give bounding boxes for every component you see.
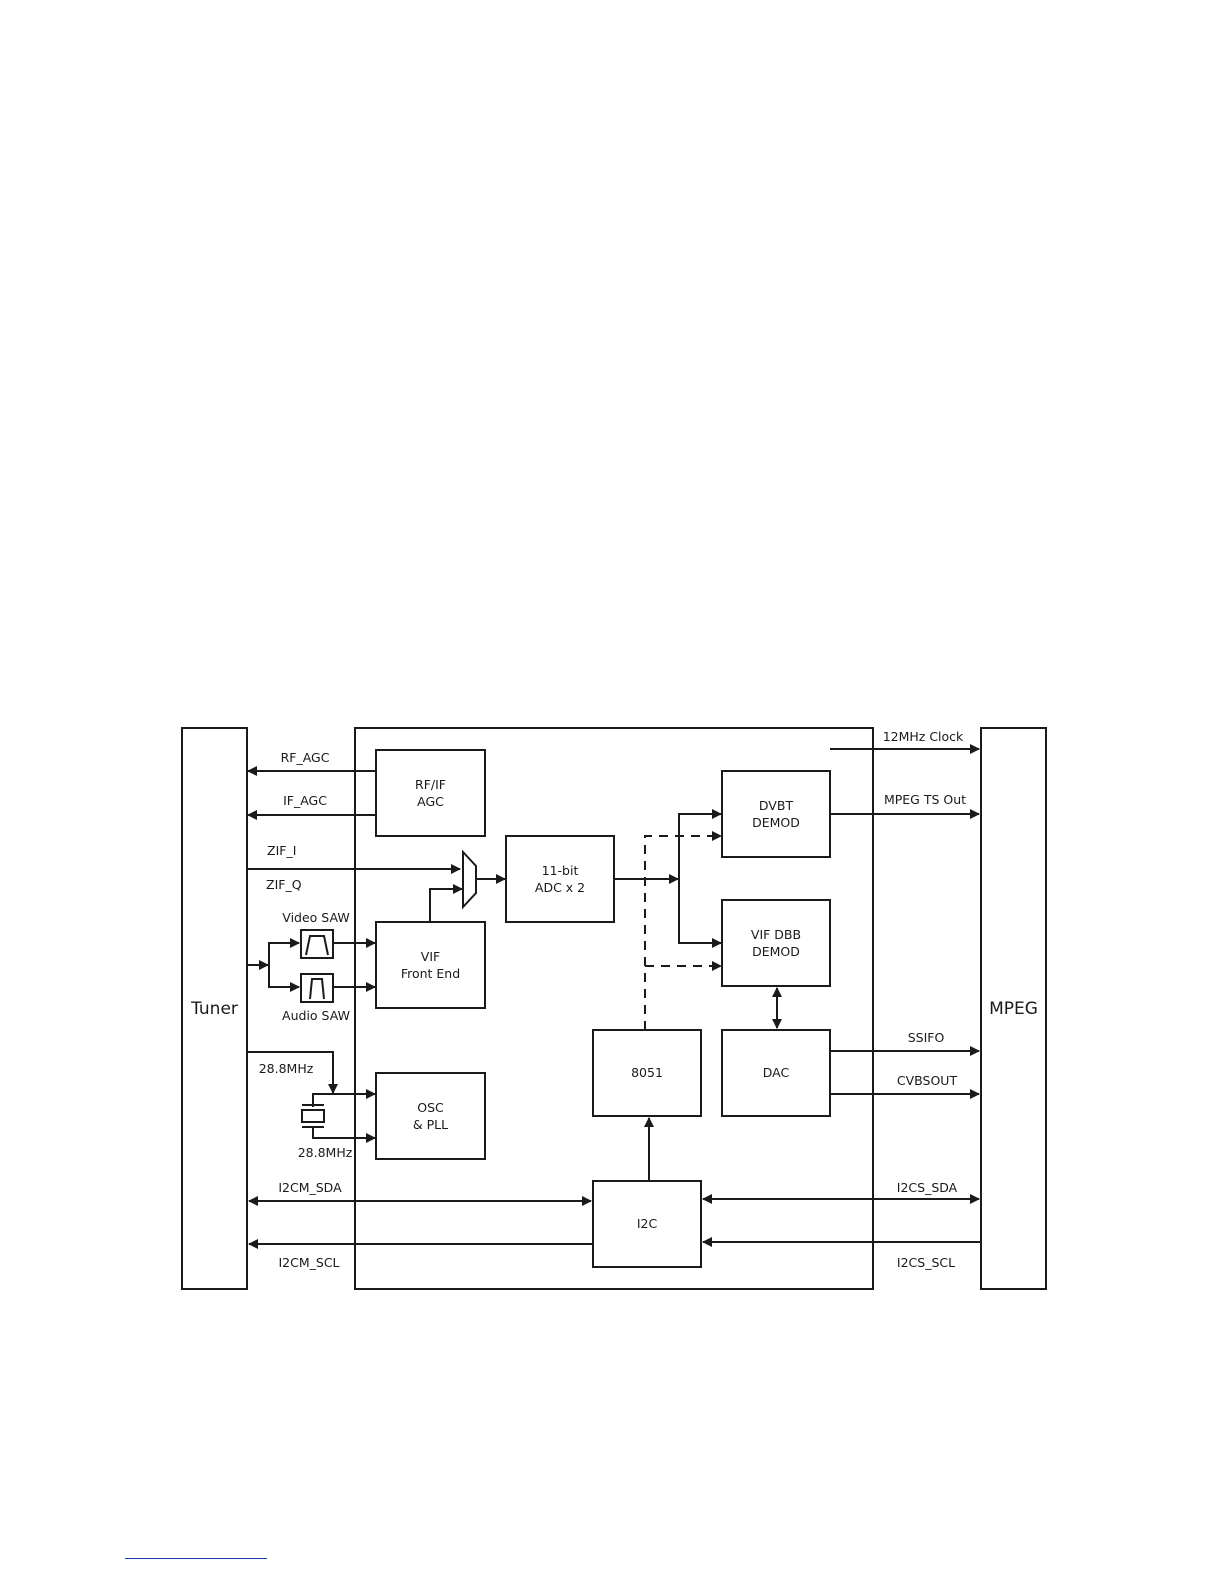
rfif-agc-label-1: RF/IF (415, 777, 446, 792)
rfif-agc-label-2: AGC (417, 794, 444, 809)
dac-label: DAC (763, 1065, 790, 1080)
osc-pll-label-2: & PLL (413, 1117, 448, 1132)
adc-block (506, 836, 614, 922)
vif-dbb-demod-label-1: VIF DBB (751, 927, 801, 942)
osc-pll-block (376, 1073, 485, 1159)
video-saw-label: Video SAW (282, 910, 349, 925)
saw-split-down (269, 965, 299, 987)
ssifo-label: SSIFO (908, 1030, 945, 1045)
if-agc-label: IF_AGC (283, 793, 327, 808)
saw-split-up (269, 943, 299, 965)
vif-front-end-label-1: VIF (421, 949, 440, 964)
tuner-label: Tuner (190, 999, 238, 1019)
audio-saw-label: Audio SAW (282, 1008, 350, 1023)
vif-front-end-block (376, 922, 485, 1008)
i2c-label: I2C (637, 1216, 658, 1231)
dvbt-demod-label-1: DVBT (759, 798, 794, 813)
adc-label-1: 11-bit (542, 863, 579, 878)
zif-i-label: ZIF_I (267, 843, 296, 858)
xtal-top-label: 28.8MHz (259, 1061, 314, 1076)
vif-dbb-demod-block (722, 900, 830, 986)
footnote-rule (125, 1558, 267, 1559)
mpeg-label: MPEG (989, 999, 1038, 1019)
i2cm-sda-label: I2CM_SDA (278, 1180, 342, 1195)
adc-label-2: ADC x 2 (535, 880, 585, 895)
i2cm-scl-label: I2CM_SCL (278, 1255, 339, 1270)
xtal-bottom-label: 28.8MHz (298, 1145, 353, 1160)
cvbsout-label: CVBSOUT (897, 1073, 958, 1088)
mcu-8051-label: 8051 (631, 1065, 663, 1080)
i2cs-sda-label: I2CS_SDA (897, 1180, 958, 1195)
zif-q-label: ZIF_Q (266, 877, 302, 892)
rfif-agc-block (376, 750, 485, 836)
mpeg-ts-out-label: MPEG TS Out (884, 792, 966, 807)
vif-dbb-demod-label-2: DEMOD (752, 944, 800, 959)
crystal-icon (302, 1105, 324, 1127)
rf-agc-label: RF_AGC (281, 750, 330, 765)
osc-pll-label-1: OSC (417, 1100, 444, 1115)
i2cs-scl-label: I2CS_SCL (897, 1255, 955, 1270)
clock-12mhz-label: 12MHz Clock (883, 729, 964, 744)
dvbt-demod-block (722, 771, 830, 857)
dvbt-demod-label-2: DEMOD (752, 815, 800, 830)
vif-front-end-label-2: Front End (401, 966, 460, 981)
